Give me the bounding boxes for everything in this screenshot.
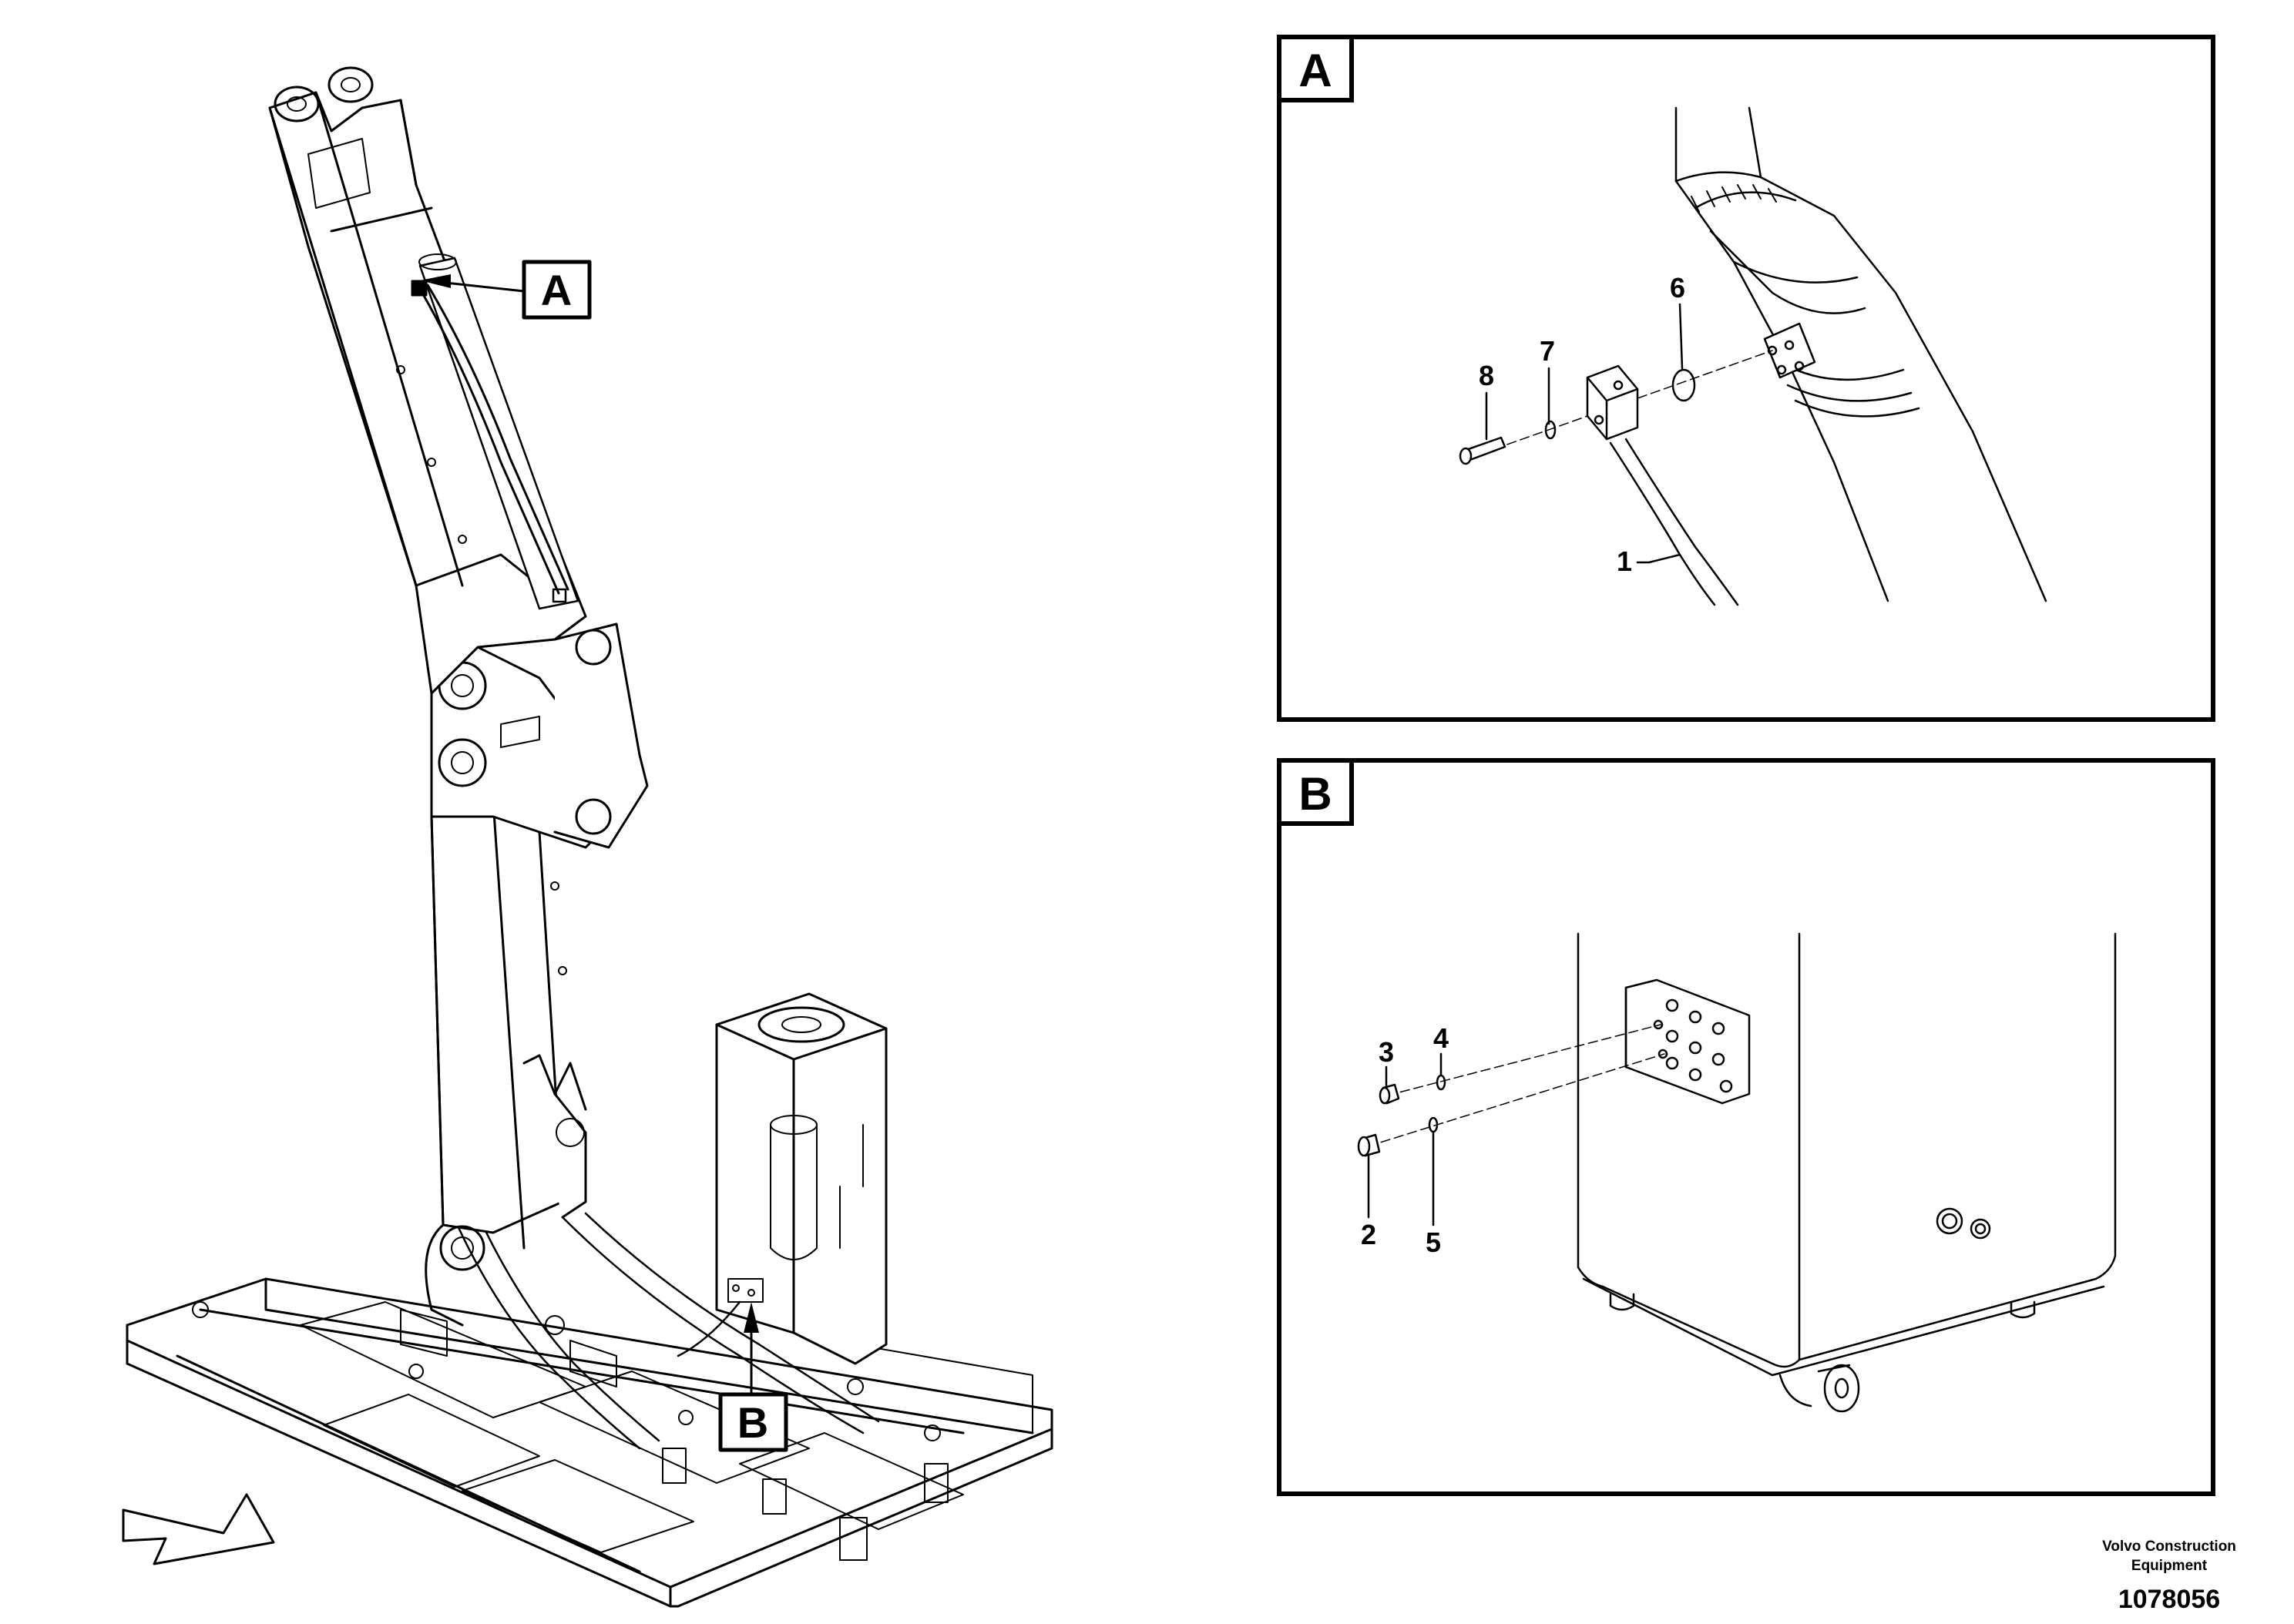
detail-b-label: B [1298, 768, 1332, 820]
callout-b-main [718, 1302, 788, 1452]
chassis-frame [126, 1277, 1053, 1608]
main-view [122, 66, 1053, 1608]
part-number-3: 3 [1379, 1036, 1394, 1068]
detail-a-label: A [1298, 45, 1332, 96]
boom-cylinder-pipe [411, 253, 579, 610]
hydraulic-tank [715, 992, 888, 1365]
part-number-7: 7 [1540, 335, 1555, 367]
lower-boom [425, 800, 587, 1327]
boom-joint [430, 622, 649, 849]
front-direction-arrow [122, 1493, 275, 1565]
footer: Volvo Construction Equipment 1078056 [2102, 1538, 2236, 1614]
part-number-1: 1 [1617, 545, 1632, 577]
callout-b-main-letter: B [737, 1398, 768, 1447]
detail-b-panel: B 3 4 2 5 [1277, 758, 2215, 1496]
part-number-6: 6 [1670, 272, 1685, 304]
detail-a-drawing [1459, 106, 2047, 606]
part-number-5: 5 [1426, 1226, 1441, 1258]
company-name-line1: Volvo Construction [2102, 1538, 2236, 1555]
part-number-2: 2 [1361, 1219, 1376, 1250]
callout-a-main [420, 260, 592, 320]
callout-a-main-letter: A [541, 266, 572, 314]
part-number-4: 4 [1433, 1022, 1449, 1054]
document-number: 1078056 [2118, 1585, 2220, 1614]
detail-a-panel: A 8 7 6 1 [1277, 35, 2215, 722]
company-name-line2: Equipment [2131, 1558, 2208, 1574]
detail-b-drawing [1357, 932, 2117, 1413]
hydraulic-pipes [445, 1196, 880, 1450]
part-number-8: 8 [1479, 360, 1494, 391]
